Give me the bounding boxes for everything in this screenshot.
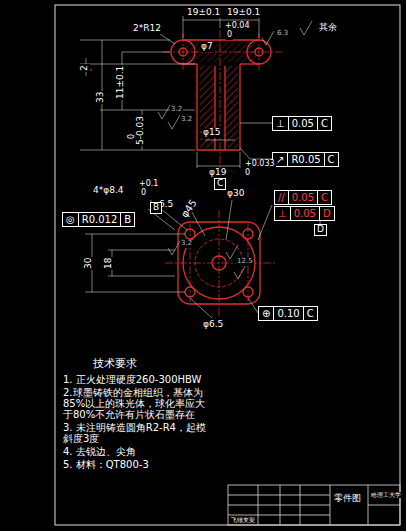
dimension-text: φ19 xyxy=(208,168,227,178)
frame-cell: C xyxy=(324,153,338,166)
frame-cell: ⊕ xyxy=(259,307,273,320)
dimension-text: 3.2 xyxy=(170,106,183,114)
tolerance-frame: ◎R0.012B xyxy=(62,212,135,227)
dimension-text: φ7 xyxy=(200,42,214,52)
frame-cell: C xyxy=(303,307,317,320)
dimension-text: 19±0.1 xyxy=(186,8,221,18)
dimension-text: φ30 xyxy=(226,189,245,199)
dimension-text: 12.5 xyxy=(236,258,254,266)
frame-cell: 0.05 xyxy=(290,207,319,220)
note-text: 5. 材料：QT800-3 xyxy=(62,459,214,470)
note-text: 1. 正火处理硬度260-300HBW xyxy=(62,374,214,385)
title-block xyxy=(228,485,400,525)
drawing-border xyxy=(55,5,400,525)
dimension-text: 6.3 xyxy=(276,30,289,38)
dimension-text: 3.2 xyxy=(180,240,193,248)
frame-cell: ◎ xyxy=(63,213,78,226)
dimension-text: φ15 xyxy=(202,128,221,138)
title-cell: 哈理工大学 xyxy=(370,492,402,498)
dimension-text: 3.2 xyxy=(180,116,193,124)
front-section xyxy=(163,30,282,168)
frame-cell: C xyxy=(317,117,331,130)
frame-cell: 0.10 xyxy=(273,307,302,320)
dimension-text: +0.1 xyxy=(138,180,159,189)
dimension-text: 0 xyxy=(244,169,251,178)
frame-cell: D xyxy=(319,207,334,220)
frame-cell: ⊥ xyxy=(275,207,290,220)
title-cell: 零件图 xyxy=(333,494,362,504)
tolerance-frame: //0.05C xyxy=(274,190,332,205)
dimension-text: 18 xyxy=(104,257,114,270)
dimension-text: φ6.5 xyxy=(202,320,224,330)
frame-cell: ⊥ xyxy=(273,117,288,130)
frame-cell: 0.05 xyxy=(288,191,317,204)
tolerance-frame: ⊥0.05C xyxy=(272,116,332,131)
dimension-text: D xyxy=(314,224,327,236)
tolerance-frame: ⊥0.05D xyxy=(274,206,335,221)
dimension-text: 4*φ8.4 xyxy=(92,186,124,196)
frame-cell: C xyxy=(317,191,331,204)
note-text: 技术要求 xyxy=(92,358,138,370)
dimension-text: 11±0.1 xyxy=(116,65,126,100)
dimension-text: 0 xyxy=(140,189,147,198)
dimension-text: 2 xyxy=(80,64,90,72)
dimension-text: 5-0.03 xyxy=(136,115,146,146)
frame-cell: R0.012 xyxy=(78,213,121,226)
note-text: 3. 未注明铸造圆角R2-R4，起模斜度3度 xyxy=(62,422,214,444)
tolerance-frame: ↗R0.05C xyxy=(272,152,339,167)
note-text: 4. 去锐边、尖角 xyxy=(62,446,214,457)
frame-cell: B xyxy=(120,213,134,226)
dimension-text: φ45 xyxy=(178,197,199,221)
dimension-text: C xyxy=(214,178,226,190)
tolerance-frame: ⊕0.10C xyxy=(258,306,318,321)
dimension-text: 33 xyxy=(96,91,106,104)
dimension-text: B xyxy=(150,202,162,214)
frame-cell: 0.05 xyxy=(288,117,317,130)
dimension-text: +0.04 xyxy=(224,22,251,31)
dimension-text: 30 xyxy=(84,257,94,270)
frame-cell: R0.05 xyxy=(287,153,323,166)
dimension-text: +0.033 xyxy=(244,160,276,169)
title-cell: 飞锤支架 xyxy=(230,517,256,524)
dimension-text: 其余 xyxy=(318,23,338,33)
dimension-text: 2*R12 xyxy=(132,24,162,34)
note-text: 2.球墨铸铁的金相组织，基体为85%以上的珠光体，球化率应大于80%不允许有片状… xyxy=(62,387,214,420)
top-view xyxy=(76,200,320,318)
dimension-text: 0 xyxy=(226,31,233,40)
dimension-text: 19±0.1 xyxy=(226,8,261,18)
frame-cell: // xyxy=(275,191,288,204)
